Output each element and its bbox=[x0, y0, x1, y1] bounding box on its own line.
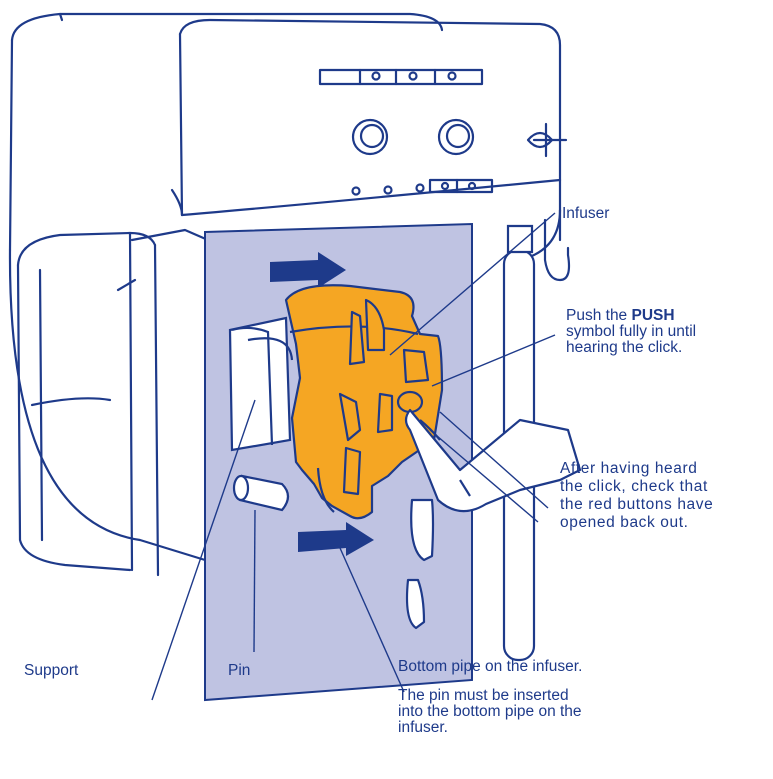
after-text-2: the click, check that bbox=[560, 478, 708, 495]
push-text-1: Push the bbox=[566, 307, 632, 324]
push-text-3: hearing the click. bbox=[566, 339, 683, 356]
control-panel bbox=[318, 68, 568, 196]
pin-icon bbox=[232, 474, 290, 512]
pin-note-3: infuser. bbox=[398, 719, 448, 736]
pin-label: Pin bbox=[228, 662, 251, 679]
after-text-3: the red buttons have bbox=[560, 496, 714, 513]
support bbox=[228, 316, 294, 452]
push-text-2: symbol fully in until bbox=[566, 323, 697, 340]
pin-note-2: into the bottom pipe on the bbox=[398, 703, 582, 720]
after-text-4: opened back out. bbox=[560, 514, 689, 531]
water-tank bbox=[16, 228, 210, 577]
pin-note: The pin must be inserted into the bottom… bbox=[398, 688, 582, 736]
support-label: Support bbox=[24, 662, 79, 679]
after-text-1: After having heard bbox=[560, 460, 698, 477]
bottom-pipe-label: Bottom pipe on the infuser. bbox=[398, 658, 583, 675]
pin-note-1: The pin must be inserted bbox=[398, 687, 569, 704]
leader-lines bbox=[151, 212, 556, 701]
after-click-instruction: After having heard the click, check that… bbox=[560, 460, 713, 532]
push-instruction: Push the PUSH symbol fully in until hear… bbox=[566, 308, 696, 356]
arrow-icon bbox=[270, 252, 374, 556]
hand-icon bbox=[404, 408, 582, 630]
infuser-label: Infuser bbox=[562, 205, 610, 222]
push-keyword: PUSH bbox=[631, 307, 675, 324]
